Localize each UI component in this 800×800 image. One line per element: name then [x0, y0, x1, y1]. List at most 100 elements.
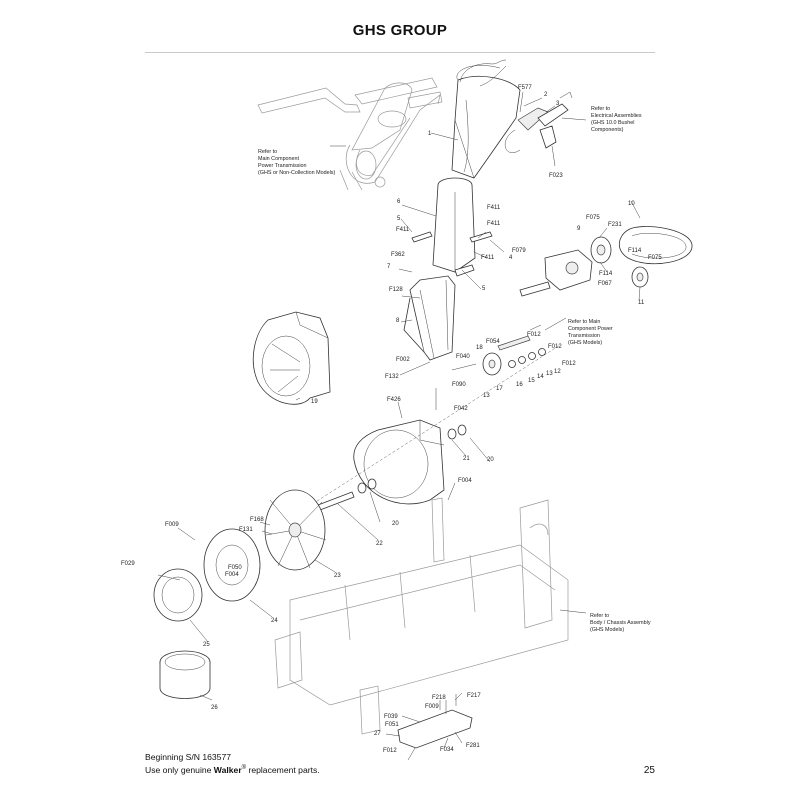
callout-f217: F217	[467, 693, 481, 699]
genuine-parts-notice: Use only genuine Walker® replacement par…	[145, 763, 320, 775]
callout-f090: F090	[452, 382, 466, 388]
pulley-part-11	[631, 266, 649, 288]
brand-name: Walker	[213, 764, 242, 775]
callout-labels: 1 2 3 F577 F023 6 5 F411 F411 F411 F079 …	[121, 85, 662, 754]
main-housing-part-21	[353, 419, 445, 505]
blower-housing-part-19	[252, 311, 331, 405]
callout-16: 16	[516, 382, 523, 388]
callout-14: 14	[537, 374, 544, 380]
callout-f075b: F075	[648, 255, 662, 261]
back-plate-part-24	[203, 528, 261, 602]
callout-8: 8	[396, 318, 400, 324]
callout-f012c: F012	[562, 361, 576, 367]
callout-24: 24	[271, 618, 278, 624]
callout-3: 3	[556, 101, 560, 107]
callout-f002: F002	[396, 357, 410, 363]
reference-note-electrical: Refer to Electrical Assemblies (GHS 10.0…	[591, 106, 642, 133]
wire-harness	[459, 59, 507, 83]
callout-f132: F132	[385, 374, 399, 380]
svg-text:Power Transmission: Power Transmission	[258, 163, 307, 169]
svg-text:Transmission: Transmission	[568, 333, 600, 339]
callout-27: 27	[374, 731, 381, 737]
callout-f231: F231	[608, 222, 622, 228]
reference-note-main-component: Refer to Main Component Power Transmissi…	[258, 149, 335, 176]
svg-text:(GHS Models): (GHS Models)	[590, 627, 624, 633]
callout-f034: F034	[440, 747, 454, 753]
brackets-part-5	[411, 231, 493, 277]
callout-f012d: F012	[383, 748, 397, 754]
callout-6: 6	[397, 199, 401, 205]
callout-f004b: F004	[225, 572, 239, 578]
callout-26: 26	[211, 705, 218, 711]
callout-12: 12	[554, 369, 561, 375]
callout-5b: 5	[482, 286, 486, 292]
svg-text:Refer to Main: Refer to Main	[568, 319, 600, 325]
callout-f054: F054	[486, 339, 500, 345]
registered-mark: ®	[241, 765, 247, 771]
pulley-part-9	[590, 236, 612, 264]
upper-chute-part-1	[451, 65, 521, 179]
callout-f040: F040	[456, 354, 470, 360]
callout-f050: F050	[228, 565, 242, 571]
chute-actuator-part-2-3	[504, 91, 573, 153]
callout-f012b: F012	[548, 344, 562, 350]
callout-5a: 5	[397, 216, 401, 222]
callout-f067: F067	[598, 281, 612, 287]
callout-f411d: F411	[481, 255, 495, 261]
callout-22: 22	[376, 541, 383, 547]
callout-f218: F218	[432, 695, 446, 701]
callout-f281: F281	[466, 743, 480, 749]
callout-20a: 20	[487, 457, 494, 463]
callout-25: 25	[203, 642, 210, 648]
callout-f411a: F411	[396, 227, 410, 233]
callout-f023: F023	[549, 173, 563, 179]
chassis-ghost	[274, 497, 569, 735]
callout-f051: F051	[385, 722, 399, 728]
callout-f009a: F009	[165, 522, 179, 528]
callout-21: 21	[463, 456, 470, 462]
callout-f042: F042	[454, 406, 468, 412]
title-divider	[145, 52, 655, 53]
callout-f411c: F411	[487, 221, 501, 227]
bearing-set-part-12-16	[497, 335, 546, 368]
notice-prefix: Use only genuine	[145, 764, 214, 775]
page-title: GHS GROUP	[352, 22, 448, 39]
inlet-ring-part-25	[153, 568, 203, 622]
lower-chute-part-8	[403, 275, 456, 361]
bearings-part-20	[357, 424, 467, 494]
svg-text:Component Power: Component Power	[568, 326, 613, 332]
svg-text:Main Component: Main Component	[258, 156, 300, 162]
callout-2: 2	[544, 92, 548, 98]
callout-f168: F168	[250, 517, 264, 523]
leader-lines	[157, 91, 641, 761]
shaft-axis	[299, 344, 561, 513]
svg-text:Refer to: Refer to	[258, 149, 277, 155]
callout-13a: 13	[546, 371, 553, 377]
svg-text:Refer to: Refer to	[590, 613, 609, 619]
svg-text:Body / Chassis Assembly: Body / Chassis Assembly	[590, 620, 651, 626]
callout-f079: F079	[512, 248, 526, 254]
svg-text:(GHS or Non-Collection Models): (GHS or Non-Collection Models)	[258, 170, 335, 176]
power-transmission-ghost	[257, 77, 443, 191]
pulley-part-18	[482, 352, 502, 376]
callout-4: 4	[509, 255, 513, 261]
callout-f411b: F411	[487, 205, 501, 211]
callout-7: 7	[387, 264, 391, 270]
callout-19: 19	[311, 399, 318, 405]
callout-9: 9	[577, 226, 581, 232]
callout-f012a: F012	[527, 332, 541, 338]
callout-f039: F039	[384, 714, 398, 720]
svg-text:Electrical Assemblies: Electrical Assemblies	[591, 113, 642, 119]
belt-part-10	[618, 226, 693, 265]
callout-18: 18	[476, 345, 483, 351]
callout-1: 1	[428, 131, 432, 137]
callout-f362: F362	[391, 252, 405, 258]
callout-15: 15	[528, 378, 535, 384]
callout-f009b: F009	[425, 704, 439, 710]
callout-13b: 13	[483, 393, 490, 399]
callout-f577: F577	[518, 85, 532, 91]
footplate-part-27	[397, 694, 473, 749]
callout-20b: 20	[392, 521, 399, 527]
svg-text:Components): Components)	[591, 127, 624, 133]
